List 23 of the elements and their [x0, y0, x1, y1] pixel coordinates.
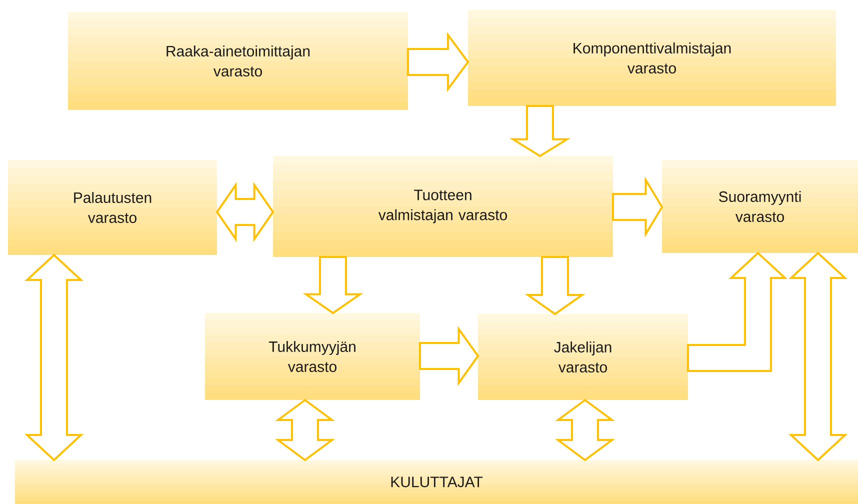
block-arrow: [510, 105, 571, 158]
node-label: Palautusten varasto: [74, 192, 152, 224]
node-label: Tuotteen valmistajan varasto: [378, 190, 507, 224]
block-arrow: [687, 252, 788, 372]
node-label: Tukkumyyjän varasto: [268, 341, 356, 372]
node-label: Raaka-ainetoimittajan varasto: [166, 45, 310, 77]
node-label: Jakelijan varasto: [554, 342, 612, 373]
warehouse-box: Jakelijan varasto: [478, 314, 688, 400]
node-label: Komponenttivalmistajan: [574, 42, 731, 56]
block-arrow: [524, 256, 586, 316]
block-arrow: [612, 176, 664, 238]
node-label: KULUTTAJAT: [391, 476, 483, 488]
warehouse-box: Raaka-ainetoimittajan varasto: [68, 12, 408, 110]
warehouse-box: Tukkumyyjän varasto: [205, 313, 420, 400]
block-arrow: [419, 326, 480, 386]
warehouse-box: Komponenttivalmistajan varasto: [468, 10, 836, 106]
block-arrow: [407, 32, 470, 92]
block-arrow: [302, 256, 364, 314]
node-label: Suoramyynti varasto: [719, 190, 801, 222]
warehouse-box: KULUTTAJAT: [15, 460, 858, 504]
warehouse-box: Suoramyynti varasto: [662, 160, 858, 253]
warehouse-box: Palautusten varasto: [8, 160, 217, 255]
warehouse-box: Tuotteen valmistajan varasto: [273, 156, 613, 257]
